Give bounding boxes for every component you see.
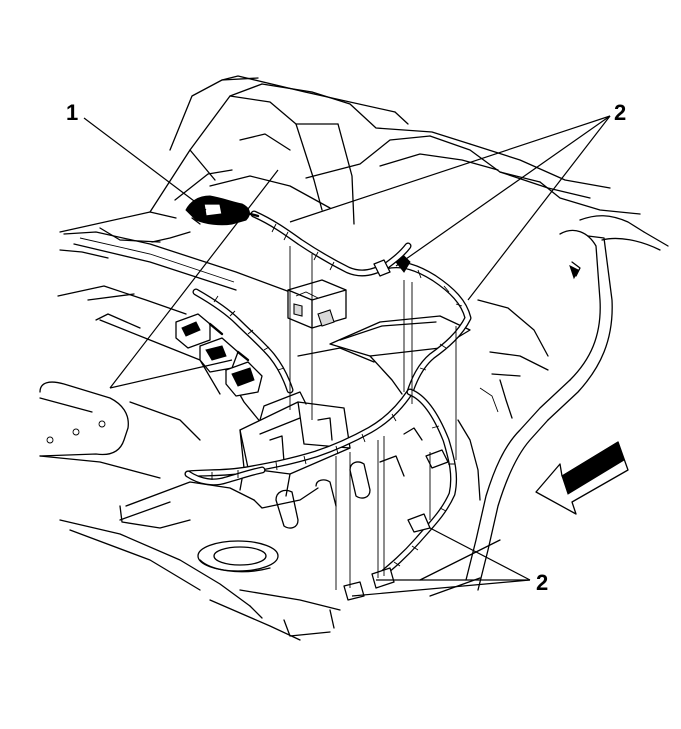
cross-member xyxy=(57,231,291,315)
forward-direction-arrow-icon xyxy=(535,441,629,515)
left-floor-pan xyxy=(39,313,161,479)
relay-block xyxy=(287,279,347,329)
callout-leaders xyxy=(83,115,611,597)
floor-panel-ribs xyxy=(59,75,641,243)
harness-connector-cluster xyxy=(175,288,294,397)
clip-pointer-rods xyxy=(289,246,457,590)
callout-2-bottom-label: 2 xyxy=(536,570,548,595)
callout-1-label: 1 xyxy=(66,100,78,125)
main-wiring-harness xyxy=(184,210,472,580)
callout-2-top-label: 2 xyxy=(614,100,626,125)
right-side-rail xyxy=(465,215,669,591)
harness-connector-upper xyxy=(185,195,260,226)
